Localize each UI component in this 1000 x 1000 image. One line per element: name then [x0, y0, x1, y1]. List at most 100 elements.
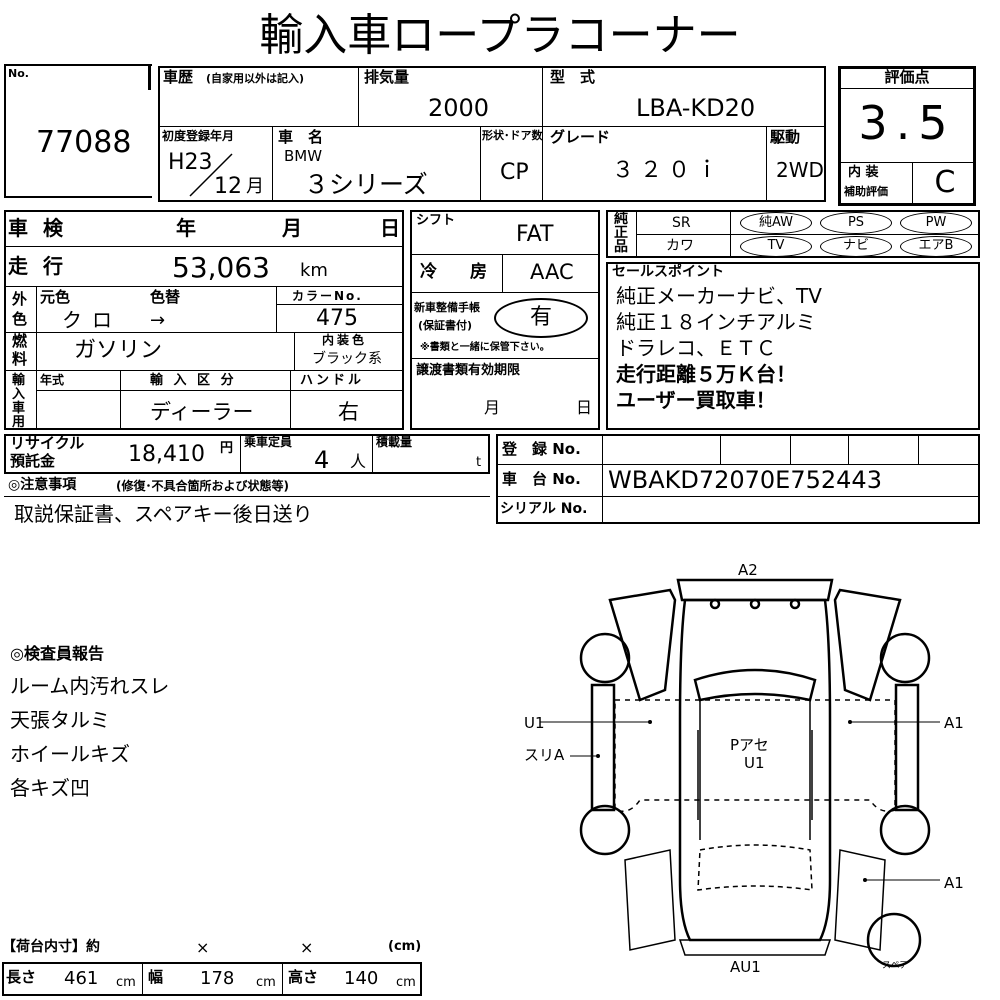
option-genuine-aw: 純AW	[740, 212, 812, 234]
handle-value: 右	[338, 400, 359, 424]
recycle-table	[4, 434, 490, 474]
interior-color-value: ブラック系	[312, 351, 382, 367]
displacement-value: 2000	[428, 94, 490, 122]
inspector-line-3: ホイールキズ	[10, 742, 130, 766]
sales-point-3: ドラレコ、ＥＴＣ	[616, 336, 776, 360]
cargo-unit: (cm)	[388, 939, 422, 954]
notes-label: ◎注意事項	[8, 477, 77, 493]
inspector-line-1: ルーム内汚れスレ	[10, 674, 170, 698]
body-value: CP	[500, 160, 529, 185]
color-no-label: カラーNo.	[292, 289, 363, 303]
interior-label-2: 補助評価	[844, 185, 888, 198]
inspection-day: 日	[380, 216, 400, 240]
first-reg-month-unit: 月	[246, 176, 264, 197]
fuel-value: ガソリン	[74, 338, 163, 363]
handle-label: ハンドル	[300, 373, 365, 388]
chassis-no-value: WBAKD72070E752443	[608, 466, 882, 494]
sheet-title: 輸入車ロープラコーナー	[259, 10, 741, 61]
shift-value: FAT	[516, 222, 554, 247]
manual-value: 有	[494, 298, 588, 338]
cargo-table	[2, 962, 422, 996]
notes-value: 取説保証書、スペアキー後日送り	[14, 502, 313, 526]
cargo-width-value: 178	[200, 968, 235, 989]
capacity-unit: 人	[350, 452, 367, 471]
repaint-label: 色替	[150, 288, 181, 306]
sales-points-box	[606, 262, 980, 430]
import-class-label: 輸 入 区 分	[150, 373, 237, 388]
transfer-label: 譲渡書類有効期限	[416, 363, 521, 378]
score-label: 評価点	[884, 68, 930, 86]
transfer-day: 日	[576, 398, 593, 417]
reg-no-label: 登 録 No.	[502, 440, 581, 458]
no-label: No.	[8, 67, 29, 80]
inspector-line-4: 各キズ凹	[10, 776, 90, 800]
score-value: 3.5	[858, 96, 956, 150]
import-year-label: 年式	[40, 373, 65, 387]
inspection-table	[4, 210, 404, 430]
diagram-label-au1: AU1	[730, 958, 761, 976]
option-sr: SR	[672, 215, 691, 231]
score-box	[838, 66, 976, 206]
interior-color-label: 内装色	[322, 333, 368, 347]
option-airbag: エアB	[900, 236, 972, 257]
orig-color-value: クロ	[62, 308, 122, 332]
cargo-height-unit: cm	[396, 975, 416, 990]
diagram-label-suri-a: スリA	[524, 746, 565, 764]
body-label: 形状･ドア数	[482, 129, 543, 142]
capacity-label: 乗車定員	[244, 435, 293, 449]
first-reg-label: 初度登録年月	[162, 129, 235, 143]
cargo-height-label: 高さ	[288, 968, 319, 986]
manual-note: ※書類と一緒に保管下さい。	[420, 342, 550, 353]
import-label: 輸入車用	[12, 373, 26, 430]
transfer-month: 月	[484, 398, 501, 417]
mileage-value: 53,063	[172, 251, 270, 284]
cargo-length-label: 長さ	[6, 968, 37, 986]
aircon-label: 冷 房	[420, 262, 495, 282]
diagram-label-u1-center: U1	[744, 754, 765, 772]
orig-color-label: 元色	[40, 288, 71, 306]
grade-value: ３２０ｉ	[612, 158, 725, 183]
recycle-label-2: 預託金	[10, 452, 56, 470]
exterior-label-1: 外	[12, 290, 28, 308]
model-value: LBA-KD20	[636, 94, 756, 122]
diagram-label-a1-right: A1	[944, 714, 964, 732]
serial-no-label: シリアル No.	[500, 501, 588, 517]
model-label: 型 式	[550, 68, 596, 86]
fuel-label-1: 燃	[12, 332, 28, 350]
cargo-x2: ×	[300, 938, 314, 957]
color-no-value: 475	[316, 306, 358, 331]
cargo-length-value: 461	[64, 968, 99, 989]
no-value: 77088	[36, 125, 132, 160]
capacity-value: 4	[314, 446, 330, 474]
exterior-label-2: 色	[12, 310, 28, 328]
cargo-x1: ×	[196, 938, 210, 957]
cargo-height-value: 140	[344, 968, 379, 989]
sales-point-1: 純正メーカーナビ、TV	[616, 284, 822, 308]
first-reg-year: H23	[168, 150, 213, 175]
inspector-line-2: 天張タルミ	[10, 708, 110, 732]
diagram-label-a2: A2	[738, 561, 758, 579]
sales-point-5: ユーザー買取車！	[616, 388, 776, 412]
mileage-unit: km	[300, 260, 328, 281]
recycle-label-1: リサイクル	[10, 434, 85, 452]
option-pw: PW	[900, 212, 972, 234]
option-leather: カワ	[666, 238, 694, 254]
interior-label-1: 内 装	[848, 165, 879, 180]
diagram-label-u1-left: U1	[524, 714, 545, 732]
drive-label: 駆動	[770, 128, 801, 146]
sales-point-2: 純正１８インチアルミ	[616, 310, 816, 334]
option-navi: ナビ	[820, 236, 892, 257]
car-maker: BMW	[284, 147, 323, 165]
sales-points-label: セールスポイント	[612, 264, 724, 280]
recycle-unit: 円	[220, 441, 234, 456]
sales-point-4: 走行距離５万Ｋ台！	[616, 362, 796, 386]
option-tv: TV	[740, 236, 812, 257]
diagram-label-p-ase: Pアセ	[730, 736, 769, 754]
chassis-no-label: 車 台 No.	[502, 470, 581, 488]
aircon-value: AAC	[530, 260, 574, 284]
load-unit: t	[476, 455, 482, 470]
drive-value: 2WD	[776, 158, 824, 182]
inspection-year: 年	[176, 216, 196, 240]
history-label: 車歴	[163, 68, 194, 86]
inspector-label: ◎検査員報告	[10, 644, 104, 663]
